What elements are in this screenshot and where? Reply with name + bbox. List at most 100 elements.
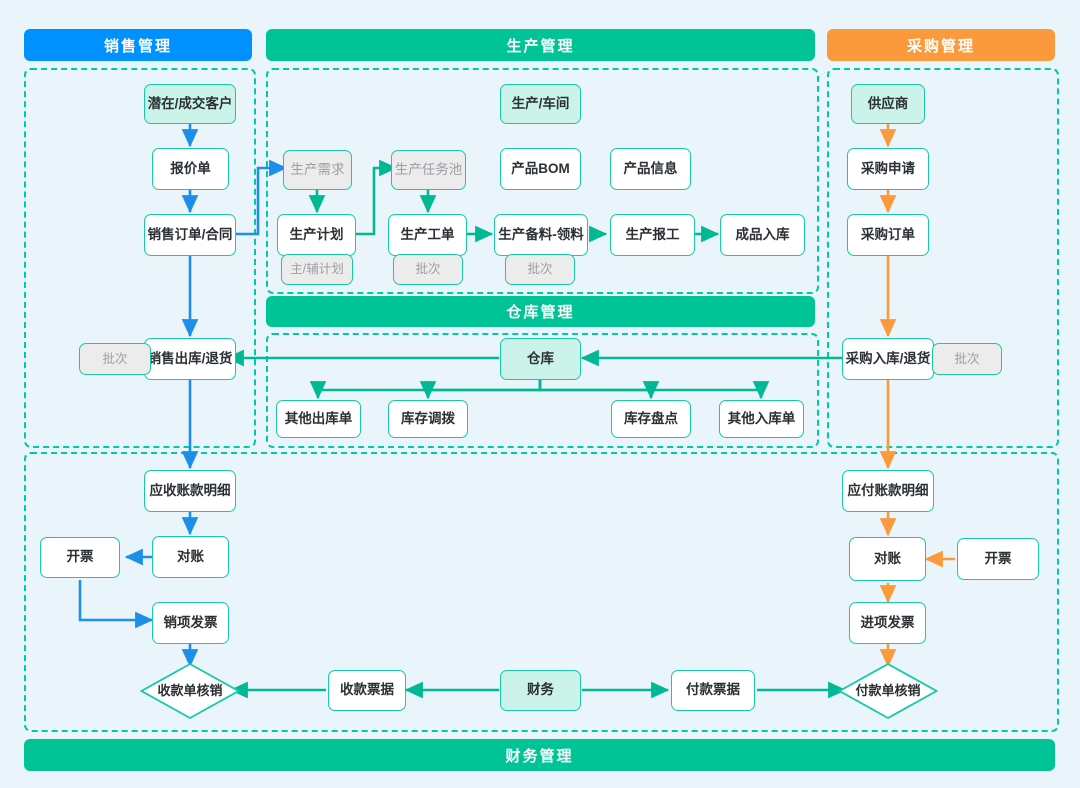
node-production-report-label: 生产报工 <box>625 226 680 242</box>
section-header-production: 生产管理 <box>266 29 815 61</box>
node-payable-reconciliation-label: 对账 <box>874 550 901 566</box>
node-material-batch-label: 批次 <box>527 262 553 276</box>
node-product-info[interactable]: 产品信息 <box>610 148 691 190</box>
node-payable-detail[interactable]: 应付账款明细 <box>842 470 934 512</box>
node-sales-batch-badge: 批次 <box>79 343 151 375</box>
node-finance-hub[interactable]: 财务 <box>500 670 581 711</box>
node-receivable-invoicing-label: 开票 <box>66 549 94 565</box>
node-input-invoice[interactable]: 进项发票 <box>849 602 926 644</box>
node-purchase-order[interactable]: 采购订单 <box>847 214 929 256</box>
node-purchase-batch-label: 批次 <box>954 351 980 366</box>
group-production <box>266 68 819 294</box>
node-receivable-invoicing[interactable]: 开票 <box>40 537 120 578</box>
node-payable-invoicing[interactable]: 开票 <box>957 538 1039 580</box>
node-payable-detail-label: 应付账款明细 <box>847 482 929 498</box>
node-supplier-label: 供应商 <box>867 95 909 111</box>
node-work-order[interactable]: 生产工单 <box>388 214 467 256</box>
node-purchase-inbound[interactable]: 采购入库/退货 <box>842 338 934 380</box>
node-warehouse-hub[interactable]: 仓库 <box>500 338 581 380</box>
node-other-inbound[interactable]: 其他入库单 <box>719 400 804 438</box>
section-header-finance: 财务管理 <box>24 739 1055 771</box>
node-input-invoice-label: 进项发票 <box>860 614 915 630</box>
node-payable-invoicing-label: 开票 <box>984 550 1012 566</box>
node-receivable-reconciliation-label: 对账 <box>177 548 204 564</box>
node-workshop-label: 生产/车间 <box>511 95 570 111</box>
node-receivable-detail[interactable]: 应收账款明细 <box>144 470 236 512</box>
group-warehouse <box>266 333 819 448</box>
node-other-outbound-label: 其他出库单 <box>284 410 353 426</box>
node-payment-voucher-label: 付款票据 <box>686 682 740 698</box>
node-work-order-batch-badge: 批次 <box>393 254 463 285</box>
node-receipt-voucher[interactable]: 收款票据 <box>328 670 406 711</box>
node-production-report[interactable]: 生产报工 <box>610 214 695 256</box>
node-payment-voucher[interactable]: 付款票据 <box>671 670 755 711</box>
node-product-bom[interactable]: 产品BOM <box>500 148 581 190</box>
node-sales-order-label: 销售订单/合同 <box>147 226 233 242</box>
node-output-invoice-label: 销项发票 <box>163 614 218 630</box>
group-sales <box>24 68 256 448</box>
section-header-finance-label: 财务管理 <box>505 747 574 765</box>
node-payment-writeoff[interactable]: 付款单核销 <box>838 662 938 719</box>
node-warehouse-hub-label: 仓库 <box>527 350 554 366</box>
node-sales-outbound-label: 销售出库/退货 <box>147 350 233 366</box>
node-receivable-reconciliation[interactable]: 对账 <box>152 536 229 578</box>
node-work-order-label: 生产工单 <box>400 226 455 242</box>
node-sales-order[interactable]: 销售订单/合同 <box>144 214 236 256</box>
node-receipt-voucher-label: 收款票据 <box>340 682 394 698</box>
section-header-warehouse: 仓库管理 <box>266 296 815 327</box>
node-finance-hub-label: 财务 <box>527 682 554 698</box>
node-purchase-inbound-label: 采购入库/退货 <box>845 350 931 366</box>
group-purchase <box>827 68 1059 448</box>
group-finance <box>24 452 1059 732</box>
node-purchase-requisition-label: 采购申请 <box>861 160 915 176</box>
node-production-plan[interactable]: 生产计划 <box>277 214 356 256</box>
node-sales-outbound[interactable]: 销售出库/退货 <box>144 338 236 380</box>
node-product-bom-label: 产品BOM <box>511 160 570 176</box>
node-output-invoice[interactable]: 销项发票 <box>152 602 229 644</box>
diamond-shape-payment <box>838 662 938 719</box>
section-header-purchase: 采购管理 <box>827 29 1055 61</box>
node-other-inbound-label: 其他入库单 <box>727 410 796 426</box>
node-work-order-batch-label: 批次 <box>415 262 441 276</box>
node-task-pool-label: 生产任务池 <box>394 161 463 177</box>
node-plan-type-badge-label: 主/辅计划 <box>290 262 344 276</box>
node-other-outbound[interactable]: 其他出库单 <box>276 400 361 438</box>
node-stock-count[interactable]: 库存盘点 <box>611 400 691 438</box>
node-sales-batch-label: 批次 <box>102 351 128 366</box>
node-stock-transfer[interactable]: 库存调拨 <box>388 400 468 438</box>
node-receipt-writeoff-label: 收款单核销 <box>157 682 223 698</box>
node-production-demand[interactable]: 生产需求 <box>283 150 352 190</box>
node-stock-count-label: 库存盘点 <box>624 410 678 426</box>
node-material-preparation-label: 生产备料-领料 <box>498 226 584 242</box>
node-quotation-label: 报价单 <box>170 160 211 176</box>
section-header-sales-label: 销售管理 <box>103 37 172 55</box>
node-receipt-writeoff[interactable]: 收款单核销 <box>140 662 240 719</box>
node-receivable-detail-label: 应收账款明细 <box>149 482 231 498</box>
node-production-plan-label: 生产计划 <box>289 226 344 242</box>
node-material-preparation[interactable]: 生产备料-领料 <box>494 214 588 256</box>
node-material-batch-badge: 批次 <box>505 254 575 285</box>
node-customer-label: 潜在/成交客户 <box>147 95 233 111</box>
section-header-production-label: 生产管理 <box>506 37 575 55</box>
diamond-shape-receipt <box>140 662 240 719</box>
section-header-purchase-label: 采购管理 <box>906 37 975 55</box>
node-finished-goods-inbound[interactable]: 成品入库 <box>720 214 805 256</box>
node-payment-writeoff-label: 付款单核销 <box>855 682 921 698</box>
node-product-info-label: 产品信息 <box>623 160 678 176</box>
node-production-demand-label: 生产需求 <box>290 161 345 177</box>
node-purchase-requisition[interactable]: 采购申请 <box>847 148 929 190</box>
section-header-warehouse-label: 仓库管理 <box>506 304 575 321</box>
node-workshop[interactable]: 生产/车间 <box>500 84 581 124</box>
node-stock-transfer-label: 库存调拨 <box>401 410 455 426</box>
node-customer[interactable]: 潜在/成交客户 <box>144 84 236 124</box>
node-purchase-order-label: 采购订单 <box>861 226 915 242</box>
node-supplier[interactable]: 供应商 <box>851 84 925 124</box>
node-payable-reconciliation[interactable]: 对账 <box>849 537 926 581</box>
node-task-pool[interactable]: 生产任务池 <box>391 150 466 190</box>
node-plan-type-badge: 主/辅计划 <box>281 254 353 285</box>
section-header-sales: 销售管理 <box>24 29 252 61</box>
node-quotation[interactable]: 报价单 <box>152 148 229 190</box>
node-purchase-batch-badge: 批次 <box>932 343 1002 375</box>
